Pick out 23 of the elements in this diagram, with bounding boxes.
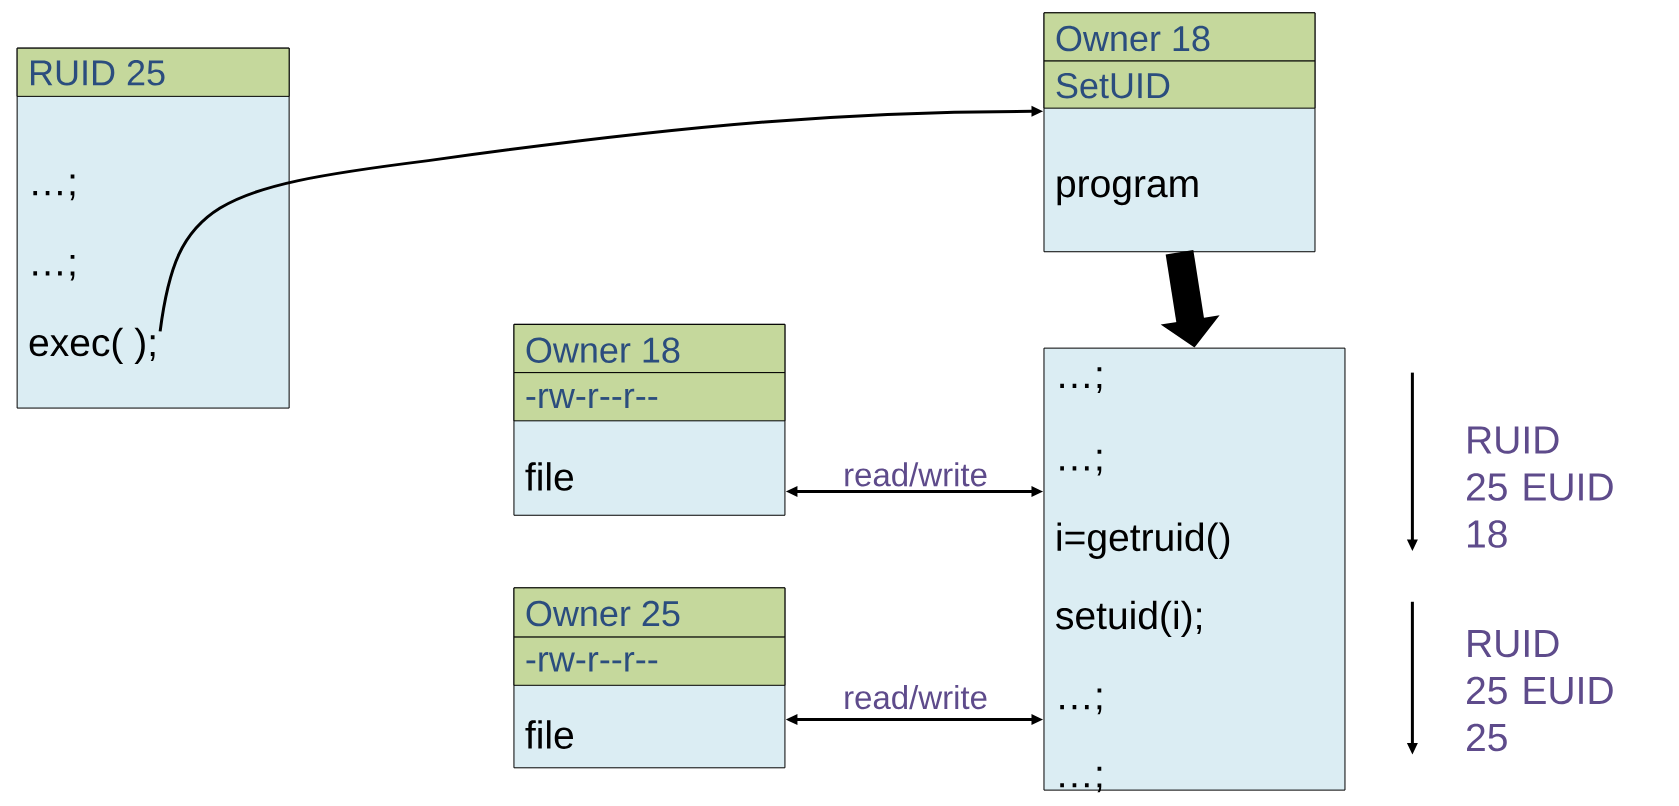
header-text: -rw-r--r-- — [526, 651, 658, 672]
header-text: SetUID — [1056, 72, 1170, 99]
code-line: i=getruid() — [1057, 522, 1230, 559]
code-line: file — [525, 720, 573, 749]
header-text: Owner 18 — [526, 337, 680, 363]
header-text: Owner 18 — [1056, 25, 1210, 52]
code-line: …; — [1060, 688, 1102, 714]
edge-label: read/write — [842, 461, 989, 488]
code-line: …; — [33, 254, 75, 281]
header-text: RUID 25 — [31, 59, 165, 86]
uid-label: RUID 25 EUID 18 — [1467, 426, 1613, 548]
code-line: …; — [1060, 367, 1102, 393]
code-line: …; — [33, 174, 75, 201]
header-text: Owner 25 — [526, 600, 680, 627]
code-line: …; — [1060, 766, 1102, 793]
edge-label: read/write — [842, 683, 989, 711]
code-line: setuid(i); — [1056, 600, 1201, 637]
header-text: -rw-r--r-- — [526, 388, 658, 408]
code-line: file — [525, 462, 573, 491]
code-line: program — [1057, 175, 1198, 205]
code-line: …; — [1060, 449, 1102, 476]
uid-label: RUID 25 EUID 25 — [1467, 629, 1613, 752]
code-line: exec( ); — [29, 327, 155, 364]
